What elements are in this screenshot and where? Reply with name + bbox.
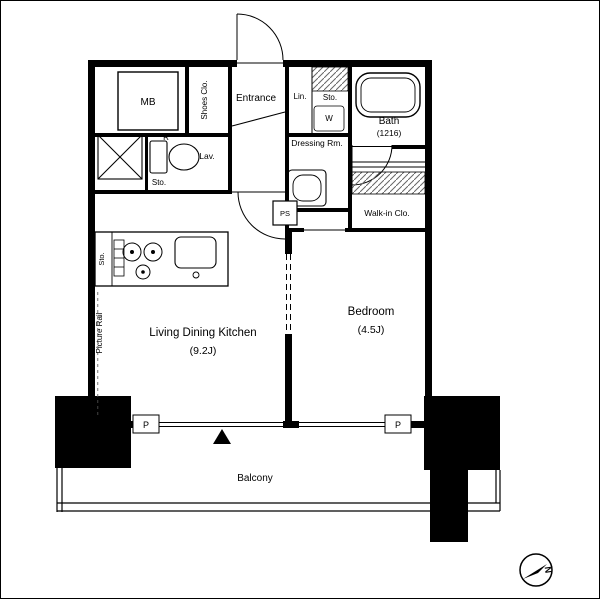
label-linen: Lin. xyxy=(294,92,307,101)
label-bath: Bath xyxy=(379,116,400,127)
washbasin xyxy=(287,169,327,207)
compass: N xyxy=(519,553,554,587)
meter-box xyxy=(117,71,179,131)
structural-pillars xyxy=(55,396,500,542)
label-meter-box: MB xyxy=(141,97,156,108)
pillar-box-left xyxy=(132,414,160,434)
walkin-hanger-hatch xyxy=(351,171,426,195)
hatched-areas xyxy=(311,66,426,195)
label-pipe-space: PS xyxy=(280,209,290,218)
label-storage-kitchen: Sto. xyxy=(97,252,106,265)
label-shoes-closet: Shoes Clo. xyxy=(200,80,209,119)
kitchen-sink xyxy=(174,236,217,279)
label-ldk: Living Dining Kitchen xyxy=(149,327,256,339)
kitchen-counter xyxy=(94,231,229,287)
label-washer: W xyxy=(325,114,333,123)
label-storage-lav: Sto. xyxy=(152,178,166,187)
label-lavatory: Lav. xyxy=(199,151,214,161)
label-pillar-left: P xyxy=(143,420,149,430)
pipe-space-box xyxy=(272,200,298,226)
hall-to-ldk-door-arc xyxy=(237,191,286,240)
door-arcs xyxy=(236,13,393,240)
label-entrance: Entrance xyxy=(236,93,276,104)
entrance-step-line xyxy=(231,111,286,127)
label-bath-size: (1216) xyxy=(377,128,402,138)
label-ldk-size: (9.2J) xyxy=(190,345,217,357)
entrance-door-arc xyxy=(236,13,284,61)
fixtures xyxy=(94,71,421,434)
label-storage-top: Sto. xyxy=(323,93,337,102)
label-bedroom: Bedroom xyxy=(348,306,395,318)
bathtub xyxy=(355,72,421,118)
compass-needle xyxy=(523,564,547,579)
pillar-block-right xyxy=(424,396,500,470)
stove-burners xyxy=(122,242,163,280)
compass-north-label: N xyxy=(543,566,554,574)
compass-circle xyxy=(519,553,553,587)
storage-x-box xyxy=(97,134,143,180)
sliding-door-dashes xyxy=(286,254,291,334)
walls xyxy=(88,60,432,428)
labels: MB Shoes Clo. Entrance Lin. Sto. W Bath … xyxy=(95,80,410,484)
pillar-column-right xyxy=(430,470,468,542)
label-refrigerator: R xyxy=(163,133,169,142)
washer-pan xyxy=(313,105,345,132)
position-marker-triangle xyxy=(213,429,231,444)
label-picture-rail: Picture Rail xyxy=(95,312,104,353)
stove-grill xyxy=(113,239,125,277)
label-pillar-right: P xyxy=(395,420,401,430)
label-balcony: Balcony xyxy=(237,473,273,484)
label-walk-in-closet: Walk-in Clo. xyxy=(364,208,410,218)
toilet xyxy=(149,140,200,174)
balcony-railing xyxy=(56,468,501,512)
label-dressing-room: Dressing Rm. xyxy=(291,138,342,148)
label-bedroom-size: (4.5J) xyxy=(358,324,385,336)
pillar-box-right xyxy=(384,414,412,434)
storage-top-hatch xyxy=(311,66,349,92)
